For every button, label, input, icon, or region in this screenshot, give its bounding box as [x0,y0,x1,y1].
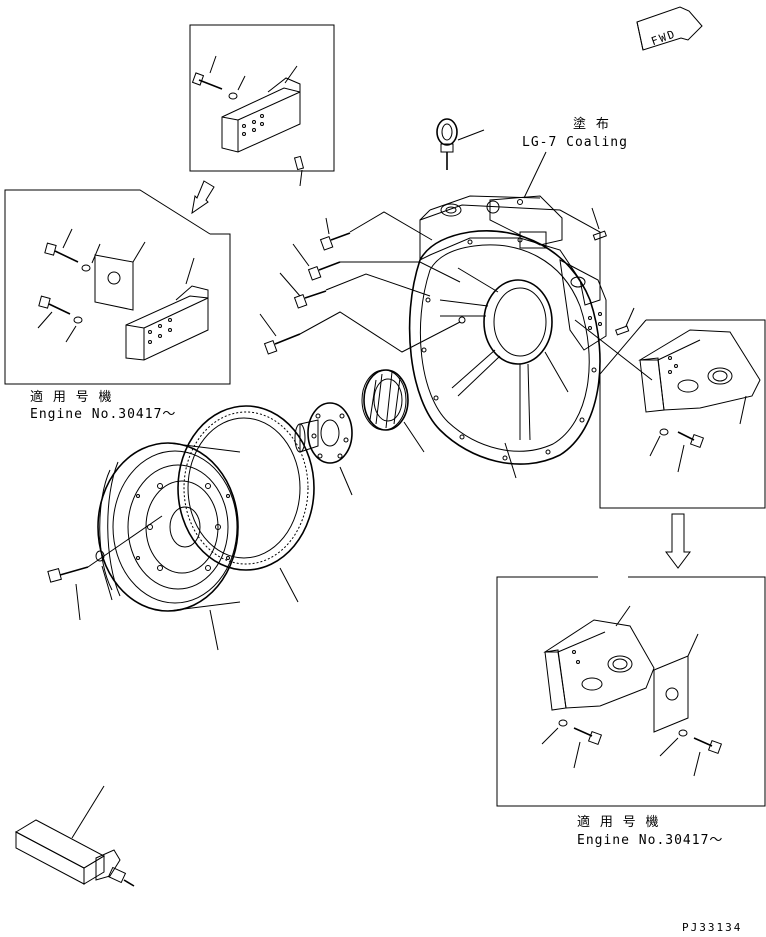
coating-label-jp: 塗 布 [573,116,610,132]
applicable-label-left: Engine No.30417～ [30,407,176,422]
down-arrow-icon [191,180,215,215]
hub-icon [294,402,353,464]
coating-label: LG-7 Coaling [522,135,628,150]
dowel-pin-2-icon [615,325,630,336]
right-upper-bracket-icon [638,329,761,425]
right-lower-washer-1-icon [558,719,568,727]
right-lower-bolt-1-icon [573,727,603,746]
flywheel-housing-icon [408,195,607,465]
down-arrow-right-icon [665,513,691,569]
applicable-label-jp-right: 適 用 号 機 [577,814,659,830]
right-lower-bolt-2-icon [693,737,723,755]
right-lower-washer-2-icon [678,729,688,737]
dowel-pin-1-icon [592,230,607,241]
flywheel-icon [97,442,241,612]
applicable-label-right: Engine No.30417～ [577,833,723,848]
right-upper-washer-icon [659,428,669,436]
housing-bolt-3-icon [279,272,431,309]
eye-bolt-icon [436,118,458,170]
left-plate-icon [94,254,134,311]
housing-bolt-2-icon [292,243,461,283]
left-washer-1-icon [81,264,91,272]
right-lower-bracket-icon [543,605,655,711]
housing-bolt-4-icon [259,311,461,355]
puller-tool-icon [14,785,135,887]
inset-right-upper [599,319,766,509]
inset-pin-icon [293,155,305,171]
ring-gear-icon [177,405,315,571]
inset-washer-icon [228,92,238,100]
inset-bolt-icon [191,55,223,90]
flywheel-bolt-icon [47,515,163,583]
inset-bracket-icon [221,65,301,153]
inset-left [4,189,231,385]
oil-seal-icon [361,369,409,431]
left-bolt-1-icon [44,242,79,263]
flywheel-washer-icon [95,550,105,562]
left-bolt-2-icon [38,295,71,315]
inset-right-lower [496,576,766,807]
right-upper-bolt-icon [677,431,705,449]
left-washer-2-icon [73,316,83,324]
drawing-id: PJ33134 [682,921,742,934]
applicable-label-jp-left: 適 用 号 機 [30,389,112,405]
fwd-arrow-icon: FWD [636,6,703,51]
right-lower-plate-icon [653,633,699,733]
inset-top-center [189,24,335,187]
housing-bolt-1-icon [319,211,433,251]
left-bracket-icon [125,257,209,361]
